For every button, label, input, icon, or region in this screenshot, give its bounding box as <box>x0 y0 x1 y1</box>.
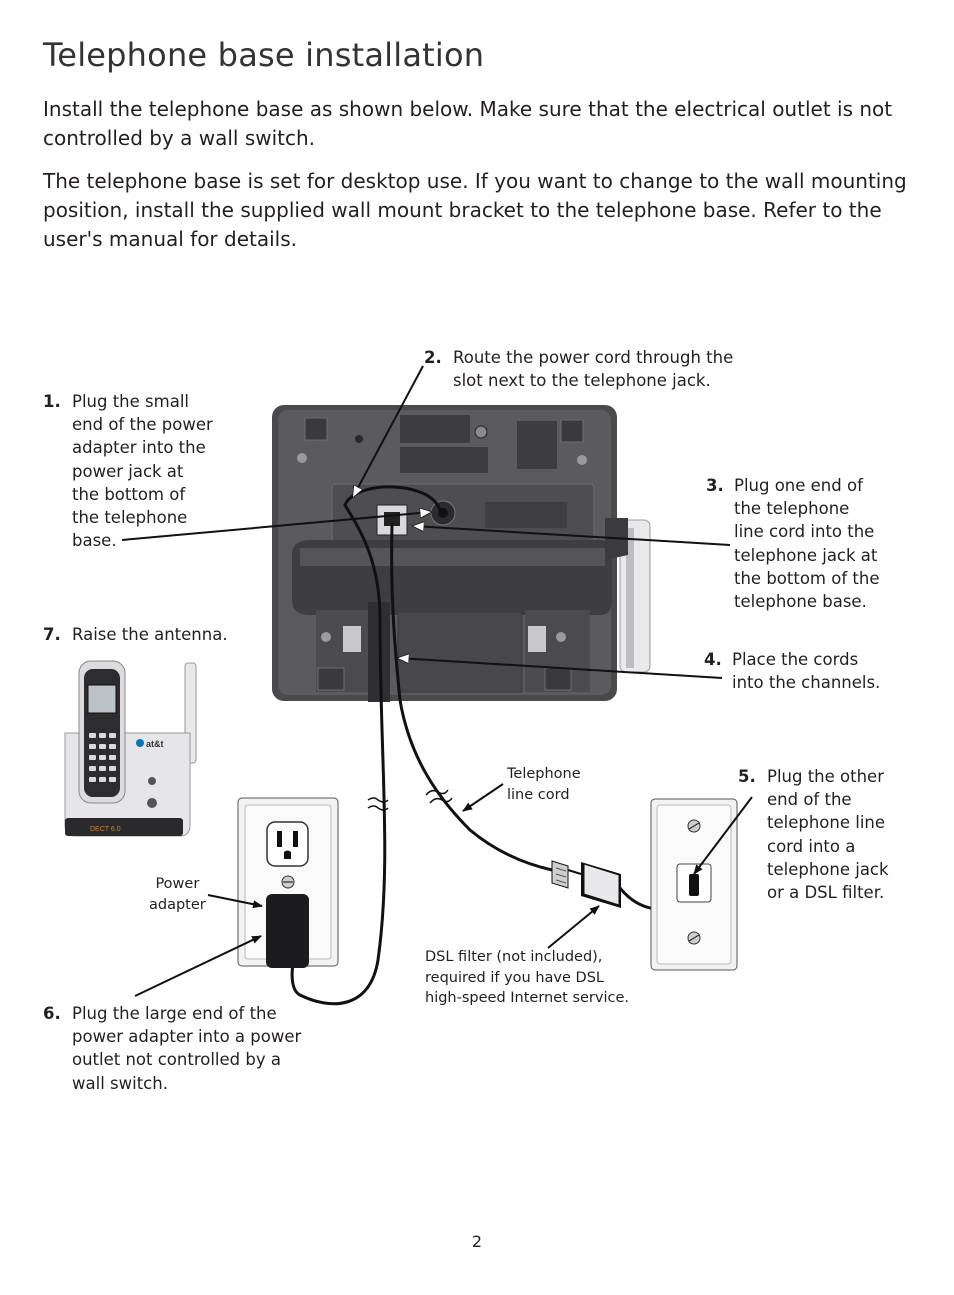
step-number: 3. <box>706 476 724 495</box>
dsl-filter-label: DSL filter (not included), required if y… <box>425 949 629 1006</box>
telephone-line-cord-label: Telephone line cord <box>507 766 581 803</box>
page-number: 2 <box>471 1232 483 1251</box>
step-text: Plug the other end of the telephone line… <box>767 767 889 903</box>
step-text: Place the cords into the channels. <box>732 650 881 693</box>
step-number: 5. <box>738 767 756 786</box>
svg-text:DECT 6.0: DECT 6.0 <box>90 826 121 833</box>
power-outlet-illustration <box>237 797 339 968</box>
step-text: Plug one end of the telephone line cord … <box>734 476 880 612</box>
intro-paragraph-2: The telephone base is set for desktop us… <box>43 169 907 251</box>
cord-break-marks <box>367 789 453 811</box>
step-2: 2. Route the power cord through the slot… <box>424 346 733 392</box>
leader-arrows <box>121 365 753 997</box>
step-4: 4. Place the cords into the channels. <box>704 648 880 694</box>
handset-and-charger-illustration: DECT 6.0 at&t <box>64 660 197 837</box>
step-number: 2. <box>424 348 442 367</box>
intro-paragraph-1: Install the telephone base as shown belo… <box>43 97 893 150</box>
charger-logo: at&t <box>146 739 164 749</box>
power-adapter-label: Power adapter <box>149 876 206 913</box>
step-text: Route the power cord through the slot ne… <box>453 348 734 391</box>
wall-phone-jack-illustration <box>650 798 738 971</box>
step-number: 1. <box>43 392 61 411</box>
step-number: 6. <box>43 1004 61 1023</box>
step-1: 1. Plug the small end of the power adapt… <box>43 390 213 552</box>
step-7: 7. Raise the antenna. <box>43 623 228 646</box>
step-text: Plug the large end of the power adapter … <box>72 1004 302 1093</box>
step-text: Raise the antenna. <box>72 625 228 644</box>
page-title: Telephone base installation <box>43 36 485 74</box>
telephone-base-illustration <box>272 405 651 702</box>
step-number: 7. <box>43 625 61 644</box>
step-6: 6. Plug the large end of the power adapt… <box>43 1002 301 1095</box>
step-3: 3. Plug one end of the telephone line co… <box>706 474 879 613</box>
dsl-filter-illustration <box>551 860 621 908</box>
step-text: Plug the small end of the power adapter … <box>72 392 213 551</box>
step-number: 4. <box>704 650 722 669</box>
step-5: 5. Plug the other end of the telephone l… <box>738 765 889 904</box>
